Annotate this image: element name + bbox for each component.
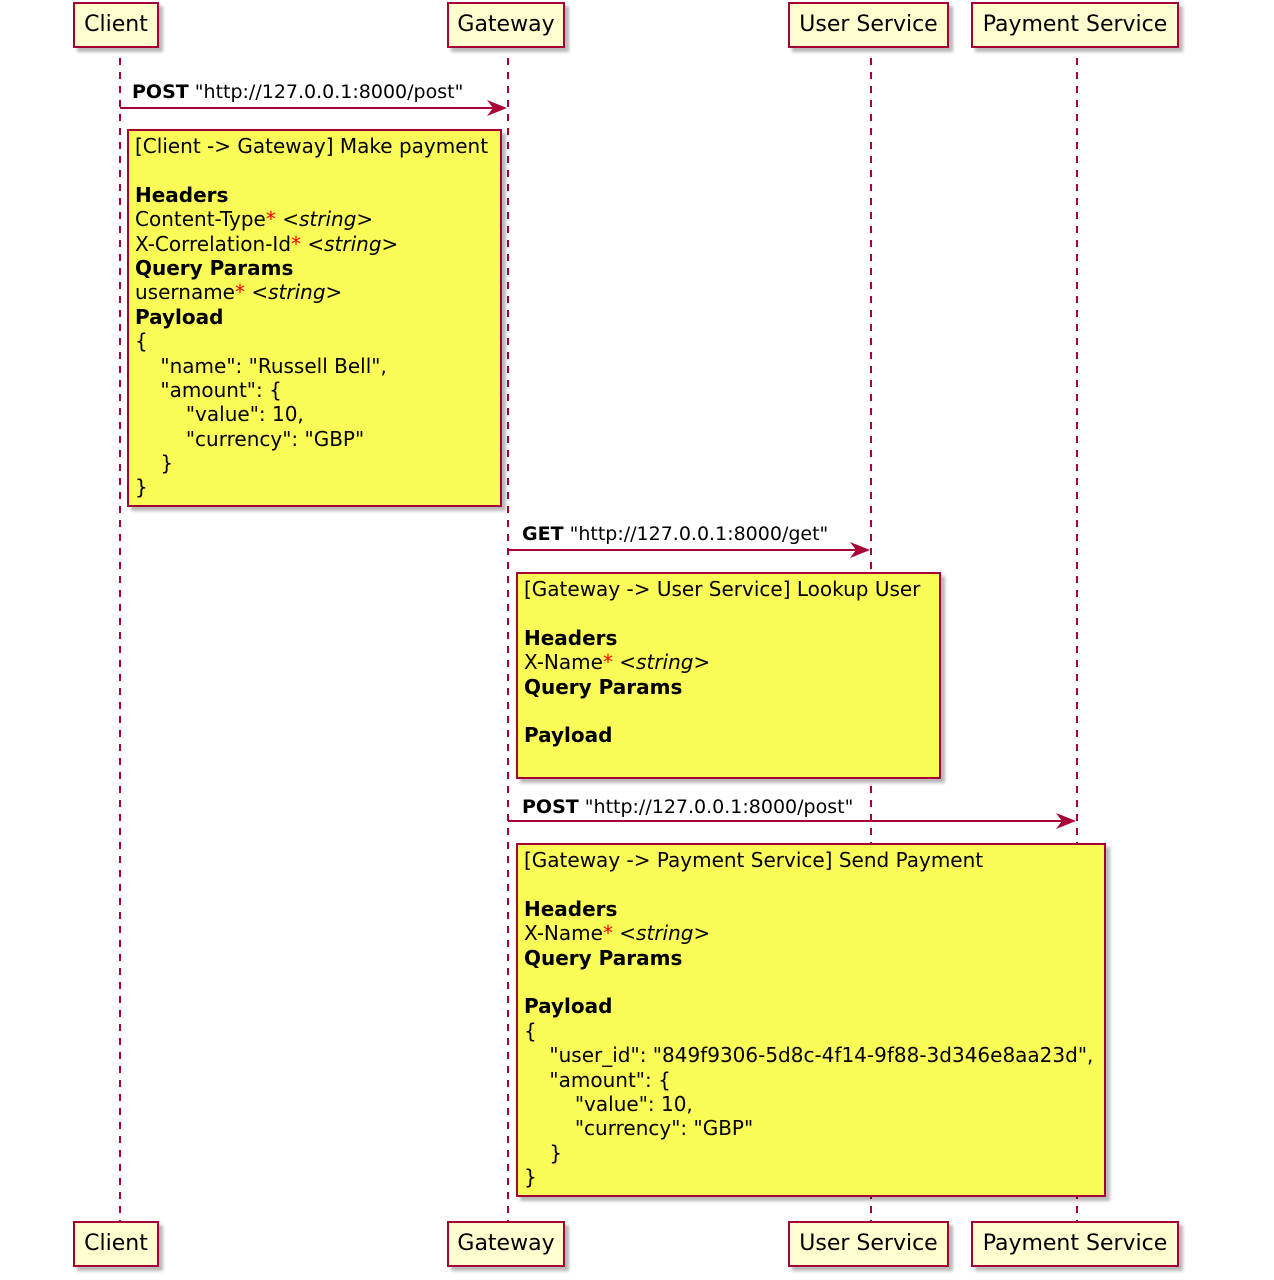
- header-param: X-Name* <string>: [524, 650, 933, 674]
- payload-line: "amount": {: [135, 377, 282, 402]
- param-name: username: [135, 280, 235, 305]
- payload-line: "value": 10,: [524, 1091, 693, 1116]
- payload-line: }: [135, 451, 174, 476]
- param-type: <string>: [307, 231, 399, 256]
- param-type: <string>: [619, 650, 711, 675]
- query-param: username* <string>: [135, 280, 494, 304]
- http-method: POST: [132, 81, 189, 103]
- arrowhead-2: [850, 542, 870, 558]
- payload-heading: Payload: [135, 304, 224, 329]
- payload-line: "name": "Russell Bell",: [135, 353, 387, 378]
- required-marker: *: [235, 280, 245, 305]
- note-spacer: [135, 158, 494, 182]
- payload-line: "currency": "GBP": [135, 426, 365, 451]
- http-method: GET: [522, 523, 564, 545]
- payload-line: }: [135, 475, 148, 500]
- param-type: <string>: [251, 280, 343, 305]
- message-label-1: POST "http://127.0.0.1:8000/post": [132, 80, 463, 104]
- payload-line: }: [524, 1165, 537, 1190]
- note-title: [Gateway -> Payment Service] Send Paymen…: [524, 848, 984, 872]
- headers-heading: Headers: [524, 896, 618, 921]
- payload-line: {: [524, 1018, 537, 1043]
- participant-client-bottom: Client: [73, 1221, 159, 1267]
- param-name: X-Name: [524, 650, 603, 675]
- headers-heading: Headers: [135, 182, 229, 207]
- payload-heading: Payload: [524, 723, 613, 748]
- payload-line: "amount": {: [524, 1067, 671, 1092]
- participant-client-top: Client: [73, 2, 159, 48]
- arrowhead-3: [1056, 813, 1076, 829]
- query-params-heading: Query Params: [524, 674, 683, 699]
- param-type: <string>: [619, 921, 711, 946]
- note-title: [Client -> Gateway] Make payment: [135, 134, 489, 158]
- request-url: "http://127.0.0.1:8000/get": [569, 523, 829, 545]
- note-spacer: [524, 872, 1098, 896]
- required-marker: *: [602, 650, 613, 675]
- header-param: X-Name* <string>: [524, 921, 1098, 945]
- participant-user-service-bottom: User Service: [788, 1221, 949, 1267]
- message-label-3: POST "http://127.0.0.1:8000/post": [522, 795, 853, 819]
- payload-line: {: [135, 329, 148, 354]
- payload-heading: Payload: [524, 994, 613, 1019]
- header-param: Content-Type* <string>: [135, 207, 494, 231]
- param-name: X-Name: [524, 921, 603, 946]
- participant-user-service-top: User Service: [788, 2, 949, 48]
- param-type: <string>: [282, 207, 374, 232]
- request-url: "http://127.0.0.1:8000/post": [194, 81, 464, 103]
- required-marker: *: [291, 231, 302, 256]
- message-label-2: GET "http://127.0.0.1:8000/get": [522, 522, 828, 546]
- payload-line: }: [524, 1140, 563, 1165]
- query-params-empty: [524, 699, 933, 723]
- param-name: X-Correlation-Id: [135, 231, 292, 256]
- payload-line: "user_id": "849f9306-5d8c-4f14-9f88-3d34…: [524, 1043, 1094, 1068]
- query-params-heading: Query Params: [524, 945, 683, 970]
- query-params-heading: Query Params: [135, 255, 294, 280]
- http-method: POST: [522, 796, 579, 818]
- note-spacer: [524, 601, 933, 625]
- participant-payment-service-top: Payment Service: [971, 2, 1179, 48]
- required-marker: *: [602, 921, 613, 946]
- participant-payment-service-bottom: Payment Service: [971, 1221, 1179, 1267]
- required-marker: *: [265, 207, 276, 232]
- payload-line: "value": 10,: [135, 402, 304, 427]
- header-param: X-Correlation-Id* <string>: [135, 232, 494, 256]
- request-url: "http://127.0.0.1:8000/post": [584, 796, 854, 818]
- participant-gateway-top: Gateway: [447, 2, 565, 48]
- arrowhead-1: [487, 100, 507, 116]
- note-title: [Gateway -> User Service] Lookup User: [524, 577, 921, 601]
- payload-line: "currency": "GBP": [524, 1116, 754, 1141]
- param-name: Content-Type: [135, 207, 266, 232]
- headers-heading: Headers: [524, 625, 618, 650]
- participant-gateway-bottom: Gateway: [447, 1221, 565, 1267]
- note-send-payment: [Gateway -> Payment Service] Send Paymen…: [516, 843, 1106, 1197]
- query-params-empty: [524, 970, 1098, 994]
